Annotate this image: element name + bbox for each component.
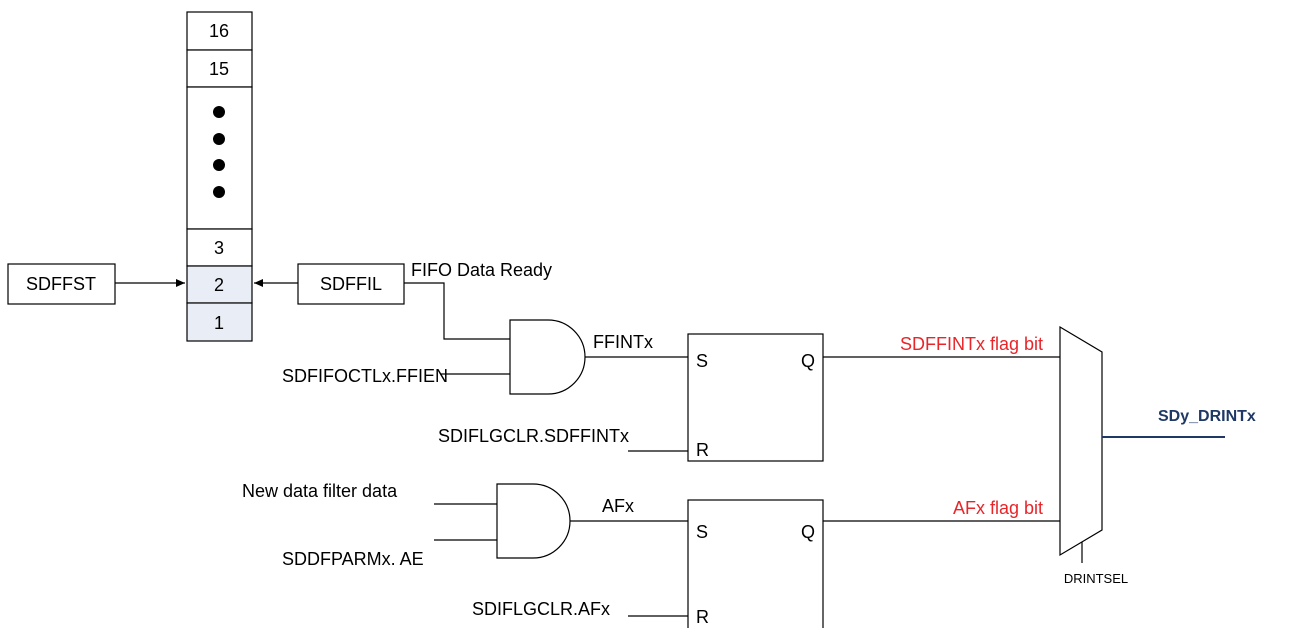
- and-gate-1: [509, 319, 586, 395]
- ellipsis-dot: [213, 186, 225, 198]
- fifo-data-ready-wire: [404, 282, 530, 340]
- sdffil-block: [297, 263, 405, 305]
- ff1-s-pin: S: [696, 351, 708, 371]
- fifo-cell-16-label: 16: [209, 21, 229, 41]
- fifo-cell-15-label: 15: [209, 59, 229, 79]
- sr-latch-2: [687, 499, 824, 628]
- and-gate-2: [496, 483, 571, 559]
- drintsel-label: DRINTSEL: [1064, 571, 1128, 586]
- afx-clr-label: SDIFLGCLR.AFx: [472, 599, 610, 619]
- fifo-cell-3: [186, 228, 253, 267]
- sdffintx-flag-label: SDFFINTx flag bit: [900, 334, 1043, 354]
- sr-latch-1: [687, 333, 824, 462]
- ffien-label: SDFIFOCTLx.FFIEN: [282, 366, 448, 386]
- fifo-cell-1-label: 1: [214, 313, 224, 333]
- ff2-r-pin: R: [696, 607, 709, 627]
- fifo-stack: 16 15 3 2 1: [186, 11, 253, 342]
- new-data-label: New data filter data: [242, 481, 398, 501]
- afx-label: AFx: [602, 496, 634, 516]
- afx-flag-label: AFx flag bit: [953, 498, 1043, 518]
- ellipsis-dot: [213, 106, 225, 118]
- ellipsis-dot: [213, 133, 225, 145]
- ff1-r-pin: R: [696, 440, 709, 460]
- fifo-data-ready-label: FIFO Data Ready: [411, 260, 552, 280]
- ff2-s-pin: S: [696, 522, 708, 542]
- output-label: SDy_DRINTx: [1158, 408, 1256, 425]
- sdffintx-clr-label: SDIFLGCLR.SDFFINTx: [438, 426, 629, 446]
- multiplexer: [1059, 325, 1103, 557]
- fifo-cell-2-label: 2: [214, 275, 224, 295]
- ellipsis-dot: [213, 159, 225, 171]
- fifo-cell-15: [186, 49, 253, 88]
- sdffst-label: SDFFST: [26, 274, 96, 294]
- sdffst-block: [7, 263, 116, 305]
- ff1-q-pin: Q: [801, 351, 815, 371]
- fifo-cell-3-label: 3: [214, 238, 224, 258]
- fifo-cell-1: [186, 302, 253, 342]
- ffintx-label: FFINTx: [593, 332, 653, 352]
- fifo-cell-16: [186, 11, 253, 51]
- ae-label: SDDFPARMx. AE: [282, 549, 424, 569]
- sdffil-label: SDFFIL: [320, 274, 382, 294]
- ff2-q-pin: Q: [801, 522, 815, 542]
